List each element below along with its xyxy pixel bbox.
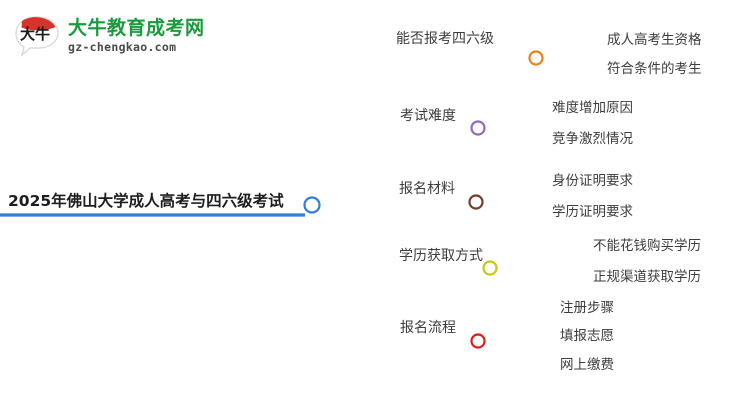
logo-bubble-icon: 大牛: [14, 15, 60, 57]
branch-label-3[interactable]: 学历获取方式: [399, 248, 483, 264]
branch-label-0[interactable]: 能否报考四六级: [396, 31, 494, 47]
branch-node-3[interactable]: [482, 260, 498, 276]
connector-line: [319, 202, 470, 205]
branch-node-1[interactable]: [470, 120, 486, 136]
root-node-label[interactable]: 2025年佛山大学成人高考与四六级考试: [8, 192, 284, 210]
leaf-label-3-1[interactable]: 正规渠道获取学历: [593, 269, 701, 285]
branch-label-4[interactable]: 报名流程: [400, 320, 456, 336]
leaf-label-4-1[interactable]: 填报志愿: [560, 328, 614, 344]
svg-text:大牛: 大牛: [20, 25, 50, 43]
leaf-label-3-0[interactable]: 不能花钱购买学历: [593, 238, 701, 254]
branch-label-1[interactable]: 考试难度: [400, 108, 456, 124]
site-logo[interactable]: 大牛 大牛教育成考网 gz-chengkao.com: [14, 10, 214, 62]
leaf-label-4-2[interactable]: 网上缴费: [560, 357, 614, 373]
leaf-label-1-1[interactable]: 竞争激烈情况: [552, 131, 633, 147]
branch-node-0[interactable]: [528, 50, 544, 66]
leaf-label-4-0[interactable]: 注册步骤: [560, 300, 614, 316]
branch-node-4[interactable]: [470, 333, 486, 349]
leaf-label-0-0[interactable]: 成人高考生资格: [607, 32, 702, 48]
logo-domain: gz-chengkao.com: [68, 39, 177, 54]
logo-site-name: 大牛教育成考网: [68, 16, 205, 39]
leaf-label-2-1[interactable]: 学历证明要求: [552, 204, 633, 220]
root-node[interactable]: [303, 196, 321, 214]
branch-node-2[interactable]: [468, 194, 484, 210]
node-layer: [303, 50, 544, 349]
leaf-label-0-1[interactable]: 符合条件的考生: [607, 61, 702, 77]
branch-label-2[interactable]: 报名材料: [399, 181, 455, 197]
leaf-label-2-0[interactable]: 身份证明要求: [552, 173, 633, 189]
logo-text: 大牛教育成考网 gz-chengkao.com: [68, 16, 205, 54]
connector-layer: [0, 202, 470, 217]
leaf-label-1-0[interactable]: 难度增加原因: [552, 100, 633, 116]
